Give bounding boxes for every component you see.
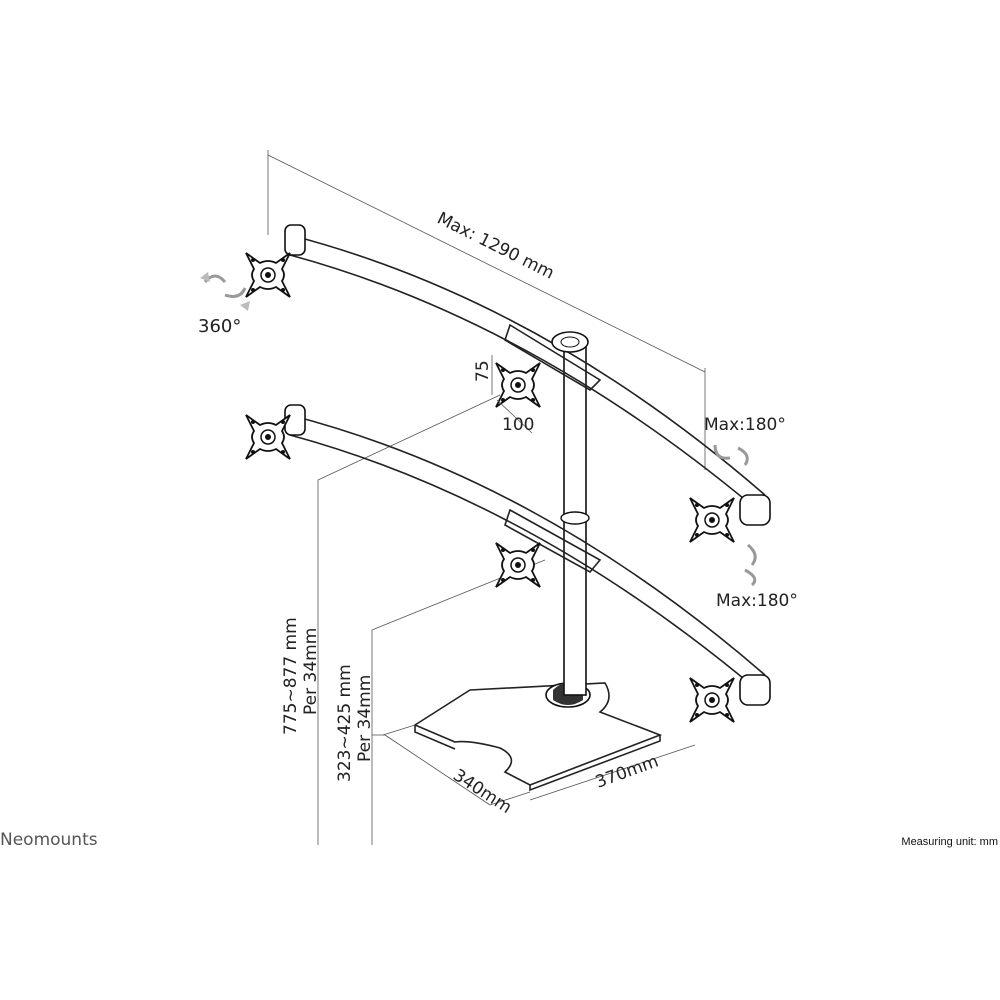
vesa-plate bbox=[689, 677, 735, 723]
total-height-step-label: Per 34mm bbox=[301, 628, 321, 715]
vesa-plate bbox=[495, 362, 541, 408]
vesa-height-label: 75 bbox=[473, 360, 493, 382]
vesa-width-label: 100 bbox=[502, 415, 534, 435]
lower-height-step-label: Per 34mm bbox=[355, 675, 375, 762]
vesa-dimension-lines bbox=[491, 355, 533, 434]
measuring-unit-note: Measuring unit: mm bbox=[901, 836, 998, 848]
tilt-bottom-label: Max:180° bbox=[716, 591, 798, 611]
total-height-label: 775~877 mm bbox=[281, 617, 301, 735]
rotation-label: 360° bbox=[198, 316, 241, 337]
pole bbox=[560, 339, 590, 696]
upper-arm bbox=[284, 224, 771, 526]
brand-logo: Neomounts bbox=[0, 830, 98, 850]
tilt-arrow-icon bbox=[713, 444, 757, 587]
base-dimension-lines bbox=[382, 724, 696, 806]
vesa-plate bbox=[245, 252, 291, 298]
base-depth-label: 340mm bbox=[449, 765, 515, 817]
vesa-plate bbox=[689, 497, 735, 543]
base-plate bbox=[413, 682, 663, 792]
rotation-arrow-icon bbox=[200, 272, 250, 311]
width-dimension-line bbox=[267, 150, 706, 470]
vesa-plate bbox=[245, 414, 291, 460]
vesa-plate bbox=[495, 542, 541, 588]
tilt-top-label: Max:180° bbox=[704, 415, 786, 435]
lower-height-label: 323~425 mm bbox=[335, 664, 355, 782]
